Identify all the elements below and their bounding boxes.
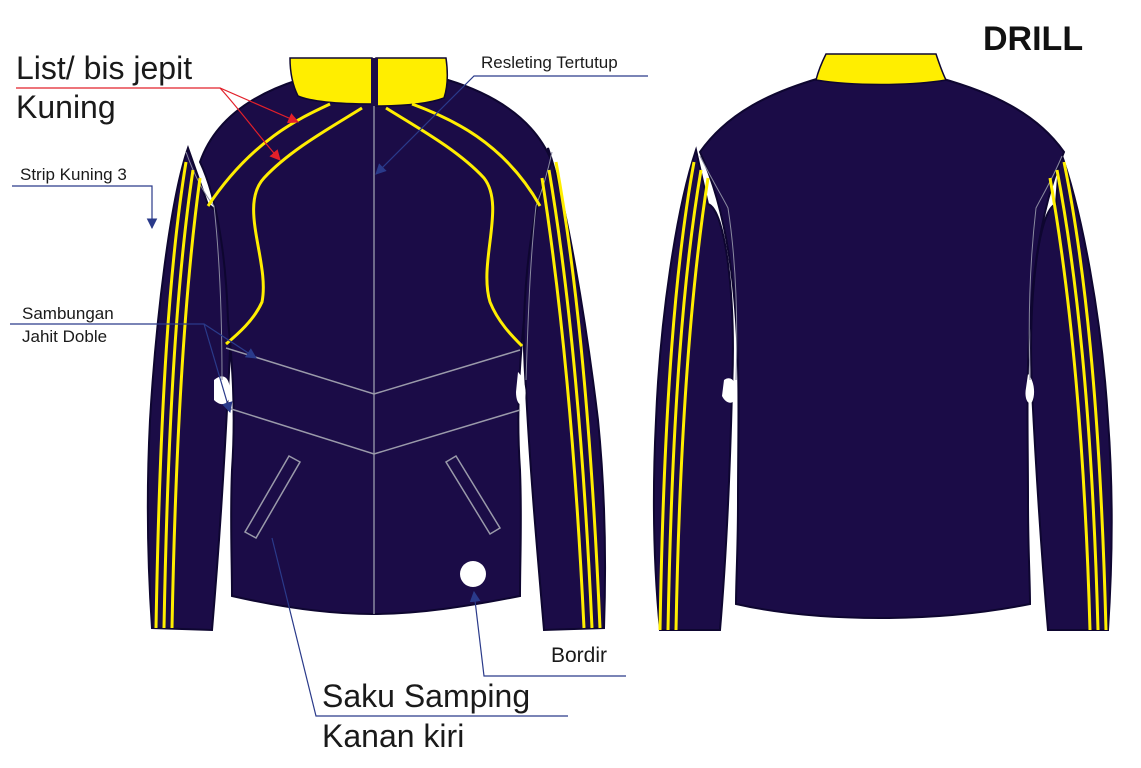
back-left-armpit	[722, 378, 737, 403]
leader-list-bis-2	[219, 87, 281, 161]
label-saku-line1: Saku Samping	[322, 678, 531, 714]
label-saku-line2: Kanan kiri	[322, 718, 465, 754]
label-sambungan-line2: Jahit Doble	[22, 327, 108, 346]
label-resleting: Resleting Tertutup	[481, 53, 618, 72]
label-strip: Strip Kuning 3	[20, 165, 127, 184]
leader-saku	[271, 537, 568, 717]
right-side-pocket	[444, 454, 502, 536]
front-torso	[198, 79, 554, 616]
front-jacket	[146, 57, 607, 632]
double-stitch-seam-lower	[227, 407, 521, 455]
label-list-bis-line2: Kuning	[16, 89, 116, 125]
left-side-pocket	[243, 454, 302, 540]
diagram-title: DRILL	[983, 20, 1084, 58]
front-right-sleeve-stripes	[540, 161, 602, 629]
leader-lines	[10, 75, 648, 717]
back-left-sleeve	[652, 146, 734, 631]
front-right-raglan-seam	[525, 151, 553, 381]
yellow-piping-left-outer	[206, 102, 331, 207]
front-left-armpit	[214, 376, 230, 405]
back-left-sleeve-stripes	[658, 161, 710, 631]
collar-zipper-top	[371, 58, 378, 106]
back-right-armpit	[1025, 374, 1035, 404]
label-bordir: Bordir	[551, 644, 608, 667]
leader-bordir	[469, 590, 626, 677]
leader-resleting	[375, 75, 648, 175]
yellow-piping-left-inner	[225, 106, 363, 346]
front-collar-right	[375, 57, 449, 107]
embroidery-badge	[460, 561, 486, 587]
back-right-sleeve	[1030, 149, 1113, 631]
back-jacket	[652, 53, 1113, 631]
double-stitch-seam-upper	[225, 347, 521, 395]
yellow-piping-right-outer	[411, 102, 542, 207]
back-torso	[698, 77, 1066, 620]
back-right-sleeve-stripes	[1048, 161, 1108, 631]
front-right-armpit	[516, 372, 526, 405]
label-list-bis-line1: List/ bis jepit	[16, 50, 193, 86]
back-collar	[815, 53, 948, 86]
back-left-seam	[699, 155, 738, 381]
leader-strip	[12, 185, 158, 230]
front-collar	[289, 57, 373, 105]
leader-sambungan-2	[203, 323, 233, 414]
label-sambungan-line1: Sambungan	[22, 304, 114, 323]
yellow-piping-right-inner	[385, 106, 524, 348]
front-left-sleeve-stripes	[154, 161, 202, 629]
